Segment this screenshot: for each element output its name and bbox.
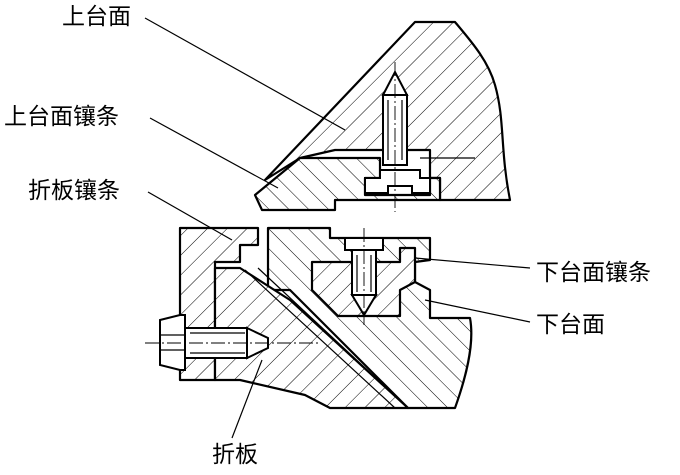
leader-folding-plate-strip	[147, 191, 233, 241]
clamp-bolt-head	[159, 314, 186, 371]
leader-upper-table-strip	[149, 117, 279, 189]
leader-upper-table	[144, 17, 346, 131]
lower-bolt-head	[344, 237, 384, 251]
leader-lower-table-strip	[414, 257, 531, 269]
label-upper-table: 上台面	[62, 4, 131, 30]
leader-folding-plate	[231, 359, 263, 439]
folding-plate	[213, 266, 410, 410]
label-lower-table: 下台面	[536, 312, 605, 338]
leader-lower-table	[424, 299, 531, 323]
label-lower-table-strip: 下台面镶条	[536, 260, 651, 286]
label-folding-plate: 折板	[212, 442, 258, 468]
label-folding-plate-strip: 折板镶条	[28, 178, 120, 204]
label-upper-table-strip: 上台面镶条	[4, 104, 119, 130]
upper-t-slot	[364, 169, 431, 194]
